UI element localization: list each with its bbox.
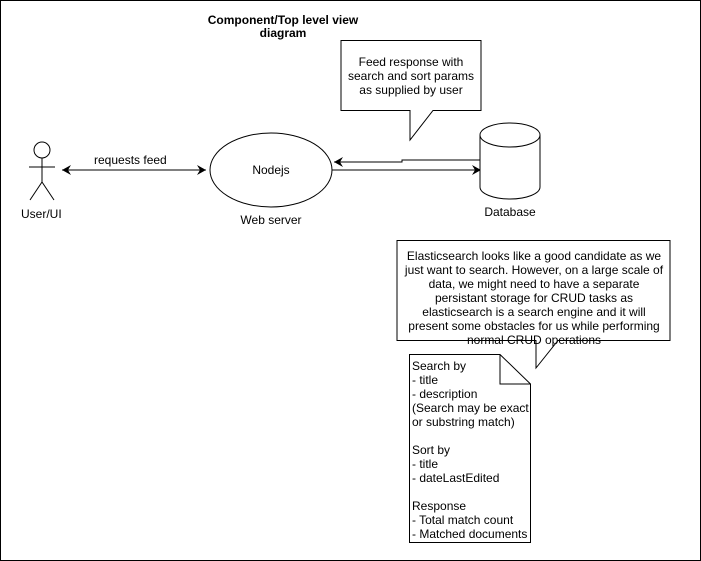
elasticsearch-callout-text: Elasticsearch looks like a good candidat… xyxy=(404,249,664,347)
note-line: - Total match count xyxy=(412,513,514,527)
feed-response-callout-text: Feed response with search and sort param… xyxy=(347,55,475,97)
elasticsearch-callout xyxy=(396,240,671,370)
note-line: - title xyxy=(412,457,439,471)
server-caption: Web server xyxy=(240,213,302,227)
note-line: or substring match) xyxy=(412,415,515,429)
diagram-title-line2: diagram xyxy=(259,26,307,40)
note-line: - dateLastEdited xyxy=(412,471,500,485)
note-line: - description xyxy=(412,387,478,401)
database-cylinder-icon[interactable] xyxy=(479,122,541,200)
note-line: - title xyxy=(412,373,439,387)
note-line: Response xyxy=(412,499,467,513)
diagram-title-line1: Component/Top level view xyxy=(207,13,359,27)
note-text: Search by - title - description (Search … xyxy=(412,359,529,541)
connector-label: requests feed xyxy=(94,153,167,167)
actor-label: User/UI xyxy=(21,207,62,221)
arrowhead-left-icon xyxy=(62,165,71,175)
database-to-server-connector xyxy=(334,159,480,163)
note-line: (Search may be exact xyxy=(412,401,529,415)
server-node-label: Nodejs xyxy=(252,163,290,177)
arrowhead-database-icon xyxy=(472,165,481,175)
feed-response-callout xyxy=(340,40,482,142)
note-fold-icon xyxy=(499,354,531,385)
note-line: - Matched documents xyxy=(412,527,528,541)
user-actor-icon xyxy=(29,141,55,201)
arrowhead-server-icon xyxy=(334,157,343,167)
note-line: Sort by xyxy=(412,443,451,457)
arrowhead-right-icon xyxy=(197,165,206,175)
note-line xyxy=(412,429,529,443)
note-line xyxy=(412,485,529,499)
search-sort-note xyxy=(409,354,531,543)
note-line: Search by xyxy=(412,359,467,373)
database-label: Database xyxy=(484,205,536,219)
